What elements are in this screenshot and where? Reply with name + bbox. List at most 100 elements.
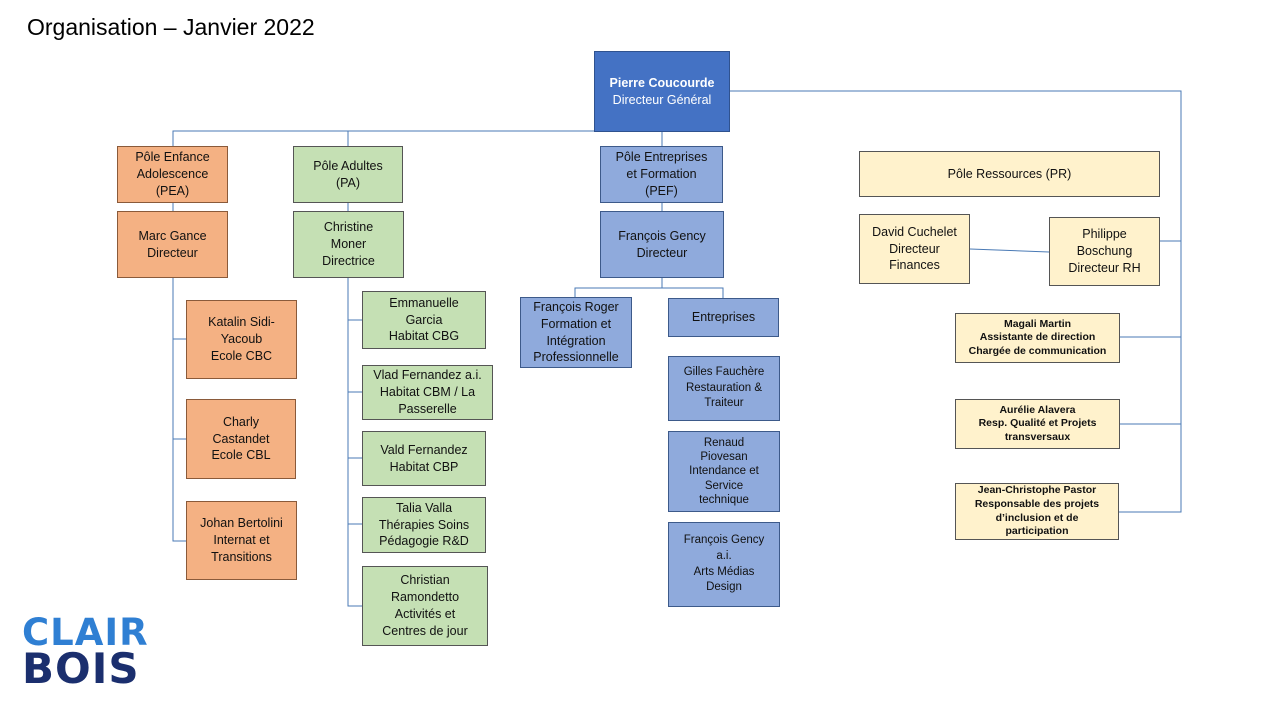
text-line: Pôle Entreprises — [615, 150, 708, 165]
text-line: Johan Bertolini — [200, 516, 283, 531]
pr-staff-box: Magali Martin Assistante de direction Ch… — [955, 313, 1120, 363]
text-line: David Cuchelet — [872, 224, 957, 239]
text-line: Magali Martin — [1003, 317, 1072, 330]
text-line: Jean-Christophe Pastor — [977, 484, 1097, 497]
text-line: Adolescence — [136, 167, 209, 182]
pef-unit-box: Renaud Piovesan Intendance et Service te… — [668, 431, 780, 512]
text-line: a.i. — [716, 549, 732, 562]
text-line: transversaux — [1004, 430, 1071, 443]
text-line: Aurélie Alavera — [999, 403, 1076, 416]
pea-unit-box: Katalin Sidi- Yacoub Ecole CBC — [186, 300, 297, 379]
text-line: (PEA) — [155, 183, 190, 198]
text-line: Pôle Enfance — [135, 150, 210, 165]
pef-unit-box: Gilles Fauchère Restauration & Traiteur — [668, 356, 780, 421]
text-line: Finances — [889, 258, 940, 273]
text-line: Intégration — [546, 333, 606, 348]
text-line: Garcia — [405, 312, 443, 327]
text-line: Pédagogie R&D — [379, 534, 469, 549]
text-line: Internat et — [213, 533, 270, 548]
text-line: Formation et — [540, 316, 612, 331]
text-line: Piovesan — [700, 450, 748, 463]
text-line: Directeur RH — [1068, 260, 1141, 275]
text-line: Passerelle — [398, 401, 457, 416]
text-line: technique — [699, 494, 749, 507]
logo-line2: BOIS — [22, 644, 140, 694]
text-line: Marc Gance — [138, 228, 207, 243]
text-line: Charly — [222, 414, 260, 429]
text-line: Katalin Sidi- — [208, 315, 275, 330]
text-line: Emmanuelle — [389, 295, 459, 310]
text-line: François Gency — [618, 228, 706, 243]
text-line: Professionnelle — [533, 350, 619, 365]
pea-title-box: Pôle Enfance Adolescence (PEA) — [117, 146, 228, 203]
text-line: Habitat CBP — [389, 459, 459, 474]
text-line: Directrice — [322, 253, 375, 268]
pr-rh-box: Philippe Boschung Directeur RH — [1049, 217, 1160, 286]
text-line: Arts Médias — [693, 565, 755, 578]
pa-unit-box: Emmanuelle Garcia Habitat CBG — [362, 291, 486, 349]
text-line: Pôle Ressources (PR) — [947, 166, 1072, 181]
text-line: Vlad Fernandez a.i. — [373, 368, 482, 383]
text-line: (PA) — [335, 175, 361, 190]
text-line: Christine — [323, 220, 374, 235]
text-line: Directeur — [889, 241, 940, 256]
page-title: Organisation – Janvier 2022 — [27, 14, 315, 40]
text-line: Entreprises — [691, 310, 756, 325]
text-line: Ramondetto — [390, 590, 460, 605]
text-line: Traiteur — [704, 397, 744, 410]
pef-unit-box: François Gency a.i. Arts Médias Design — [668, 522, 780, 607]
text-line: Resp. Qualité et Projets — [978, 417, 1097, 430]
text-line: Intendance et — [689, 465, 759, 478]
ceo-role: Directeur Général — [612, 92, 712, 107]
text-line: Renaud — [703, 436, 745, 449]
ceo-box: Pierre Coucourde Directeur Général — [594, 51, 730, 132]
text-line: (PEF) — [645, 183, 678, 198]
text-line: Yacoub — [220, 332, 263, 347]
text-line: Habitat CBG — [388, 329, 460, 344]
text-line: Directeur — [147, 245, 198, 260]
pa-director-box: Christine Moner Directrice — [293, 211, 404, 278]
text-line: Talia Valla — [395, 500, 453, 515]
pef-title-box: Pôle Entreprises et Formation (PEF) — [600, 146, 723, 203]
logo-line1: CLAIR — [22, 611, 149, 654]
text-line: Philippe — [1082, 227, 1127, 242]
text-line: Restauration & — [685, 381, 763, 394]
text-line: Thérapies Soins — [378, 517, 470, 532]
text-line: Assistante de direction — [979, 331, 1096, 344]
text-line: François Roger — [533, 299, 619, 314]
pr-staff-box: Jean-Christophe Pastor Responsable des p… — [955, 483, 1119, 540]
text-line: participation — [1005, 525, 1069, 538]
text-line: Centres de jour — [382, 623, 468, 638]
text-line: François Gency — [683, 534, 765, 547]
pr-finance-box: David Cuchelet Directeur Finances — [859, 214, 970, 284]
text-line: Gilles Fauchère — [683, 366, 765, 379]
ceo-name: Pierre Coucourde — [609, 75, 715, 90]
text-line: Moner — [330, 237, 367, 252]
pea-unit-box: Johan Bertolini Internat et Transitions — [186, 501, 297, 580]
text-line: et Formation — [626, 167, 697, 182]
text-line: Christian — [400, 573, 450, 588]
text-line: d’inclusion et de — [995, 511, 1079, 524]
text-line: Design — [706, 581, 742, 594]
text-line: Habitat CBM / La — [379, 385, 476, 400]
text-line: Boschung — [1076, 244, 1133, 259]
text-line: Ecole CBC — [210, 348, 273, 363]
pef-formation-box: François Roger Formation et Intégration … — [520, 297, 632, 368]
pa-title-box: Pôle Adultes (PA) — [293, 146, 403, 203]
text-line: Activités et — [394, 607, 456, 621]
text-line: Service — [704, 479, 744, 492]
text-line: Pôle Adultes — [313, 158, 383, 173]
pea-unit-box: Charly Castandet Ecole CBL — [186, 399, 296, 479]
clairbois-logo: CLAIR BOIS — [22, 611, 149, 694]
pa-unit-box: Vlad Fernandez a.i. Habitat CBM / La Pas… — [362, 365, 493, 420]
text-line: Vald Fernandez — [380, 442, 468, 457]
text-line: Responsable des projets — [974, 497, 1100, 510]
text-line: Castandet — [212, 431, 270, 446]
pa-unit-box: Vald Fernandez Habitat CBP — [362, 431, 486, 486]
pa-unit-box: Talia Valla Thérapies Soins Pédagogie R&… — [362, 497, 486, 553]
text-line: Chargée de communication — [968, 344, 1107, 357]
pr-title-box: Pôle Ressources (PR) — [859, 151, 1160, 197]
text-line: Ecole CBL — [211, 448, 271, 463]
text-line: Transitions — [211, 549, 272, 564]
text-line: Directeur — [636, 245, 688, 260]
